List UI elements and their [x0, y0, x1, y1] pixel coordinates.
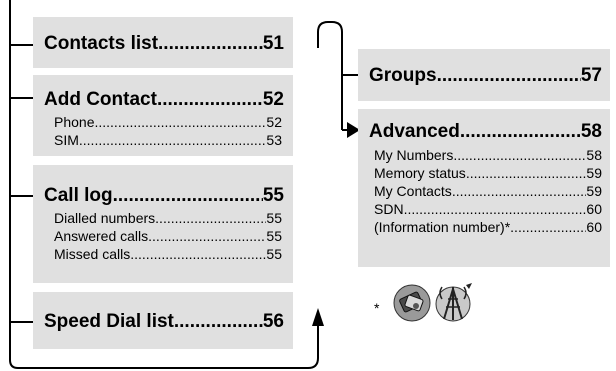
missed-calls-entry[interactable]: Missed calls 55: [54, 246, 282, 263]
my-numbers-page: 58: [586, 147, 602, 163]
call-log-entry[interactable]: Call log 55: [44, 185, 284, 207]
my-numbers-label: My Numbers: [374, 147, 454, 163]
information-number-label: (Information number)*: [374, 219, 511, 235]
call-log-label: Call log: [44, 185, 113, 206]
information-number-entry[interactable]: (Information number)* 60: [374, 219, 602, 236]
add-contact-box: Add Contact 52 Phone 52 SIM 53: [33, 75, 293, 156]
add-contact-phone-label: Phone: [54, 114, 95, 130]
sdn-page: 60: [586, 201, 602, 217]
add-contact-label: Add Contact: [44, 89, 157, 110]
speed-dial-list-box: Speed Dial list 56: [33, 292, 293, 349]
missed-calls-page: 55: [266, 246, 282, 262]
add-contact-phone-page: 52: [266, 114, 282, 130]
my-contacts-label: My Contacts: [374, 183, 452, 199]
dialled-numbers-label: Dialled numbers: [54, 210, 156, 226]
advanced-entry[interactable]: Advanced 58: [369, 121, 602, 143]
call-log-page: 55: [262, 185, 284, 206]
contacts-list-entry[interactable]: Contacts list 51: [44, 33, 284, 55]
advanced-page: 58: [580, 121, 602, 142]
groups-entry[interactable]: Groups 57: [369, 65, 602, 87]
add-contact-sim-entry[interactable]: SIM 53: [54, 132, 282, 149]
advanced-label: Advanced: [369, 121, 460, 142]
answered-calls-entry[interactable]: Answered calls 55: [54, 228, 282, 245]
footnote-asterisk: *: [374, 300, 380, 316]
contacts-list-page: 51: [262, 33, 284, 54]
information-number-page: 60: [586, 219, 602, 235]
answered-calls-page: 55: [266, 228, 282, 244]
sim-card-service-icon: [393, 284, 431, 322]
answered-calls-label: Answered calls: [54, 228, 149, 244]
groups-page: 57: [580, 65, 602, 86]
dialled-numbers-entry[interactable]: Dialled numbers 55: [54, 210, 282, 227]
advanced-box: Advanced 58 My Numbers 58 Memory status …: [358, 109, 610, 267]
speed-dial-list-label: Speed Dial list: [44, 311, 174, 332]
sdn-label: SDN: [374, 201, 404, 217]
add-contact-sim-page: 53: [266, 132, 282, 148]
network-operator-antenna-icon: [435, 283, 472, 322]
sdn-entry[interactable]: SDN 60: [374, 201, 602, 218]
memory-status-label: Memory status: [374, 165, 466, 181]
contacts-list-box: Contacts list 51: [33, 17, 293, 68]
call-log-box: Call log 55 Dialled numbers 55 Answered …: [33, 165, 293, 283]
my-contacts-entry[interactable]: My Contacts 59: [374, 183, 602, 200]
memory-status-entry[interactable]: Memory status 59: [374, 165, 602, 182]
my-numbers-entry[interactable]: My Numbers 58: [374, 147, 602, 164]
memory-status-page: 59: [586, 165, 602, 181]
contacts-list-label: Contacts list: [44, 33, 159, 54]
missed-calls-label: Missed calls: [54, 246, 131, 262]
add-contact-phone-entry[interactable]: Phone 52: [54, 114, 282, 131]
speed-dial-list-page: 56: [262, 311, 284, 332]
add-contact-entry[interactable]: Add Contact 52: [44, 89, 284, 111]
speed-dial-list-entry[interactable]: Speed Dial list 56: [44, 311, 284, 333]
groups-label: Groups: [369, 65, 437, 86]
dialled-numbers-page: 55: [266, 210, 282, 226]
add-contact-sim-label: SIM: [54, 132, 79, 148]
my-contacts-page: 59: [586, 183, 602, 199]
groups-box: Groups 57: [358, 49, 610, 101]
add-contact-page: 52: [262, 89, 284, 110]
